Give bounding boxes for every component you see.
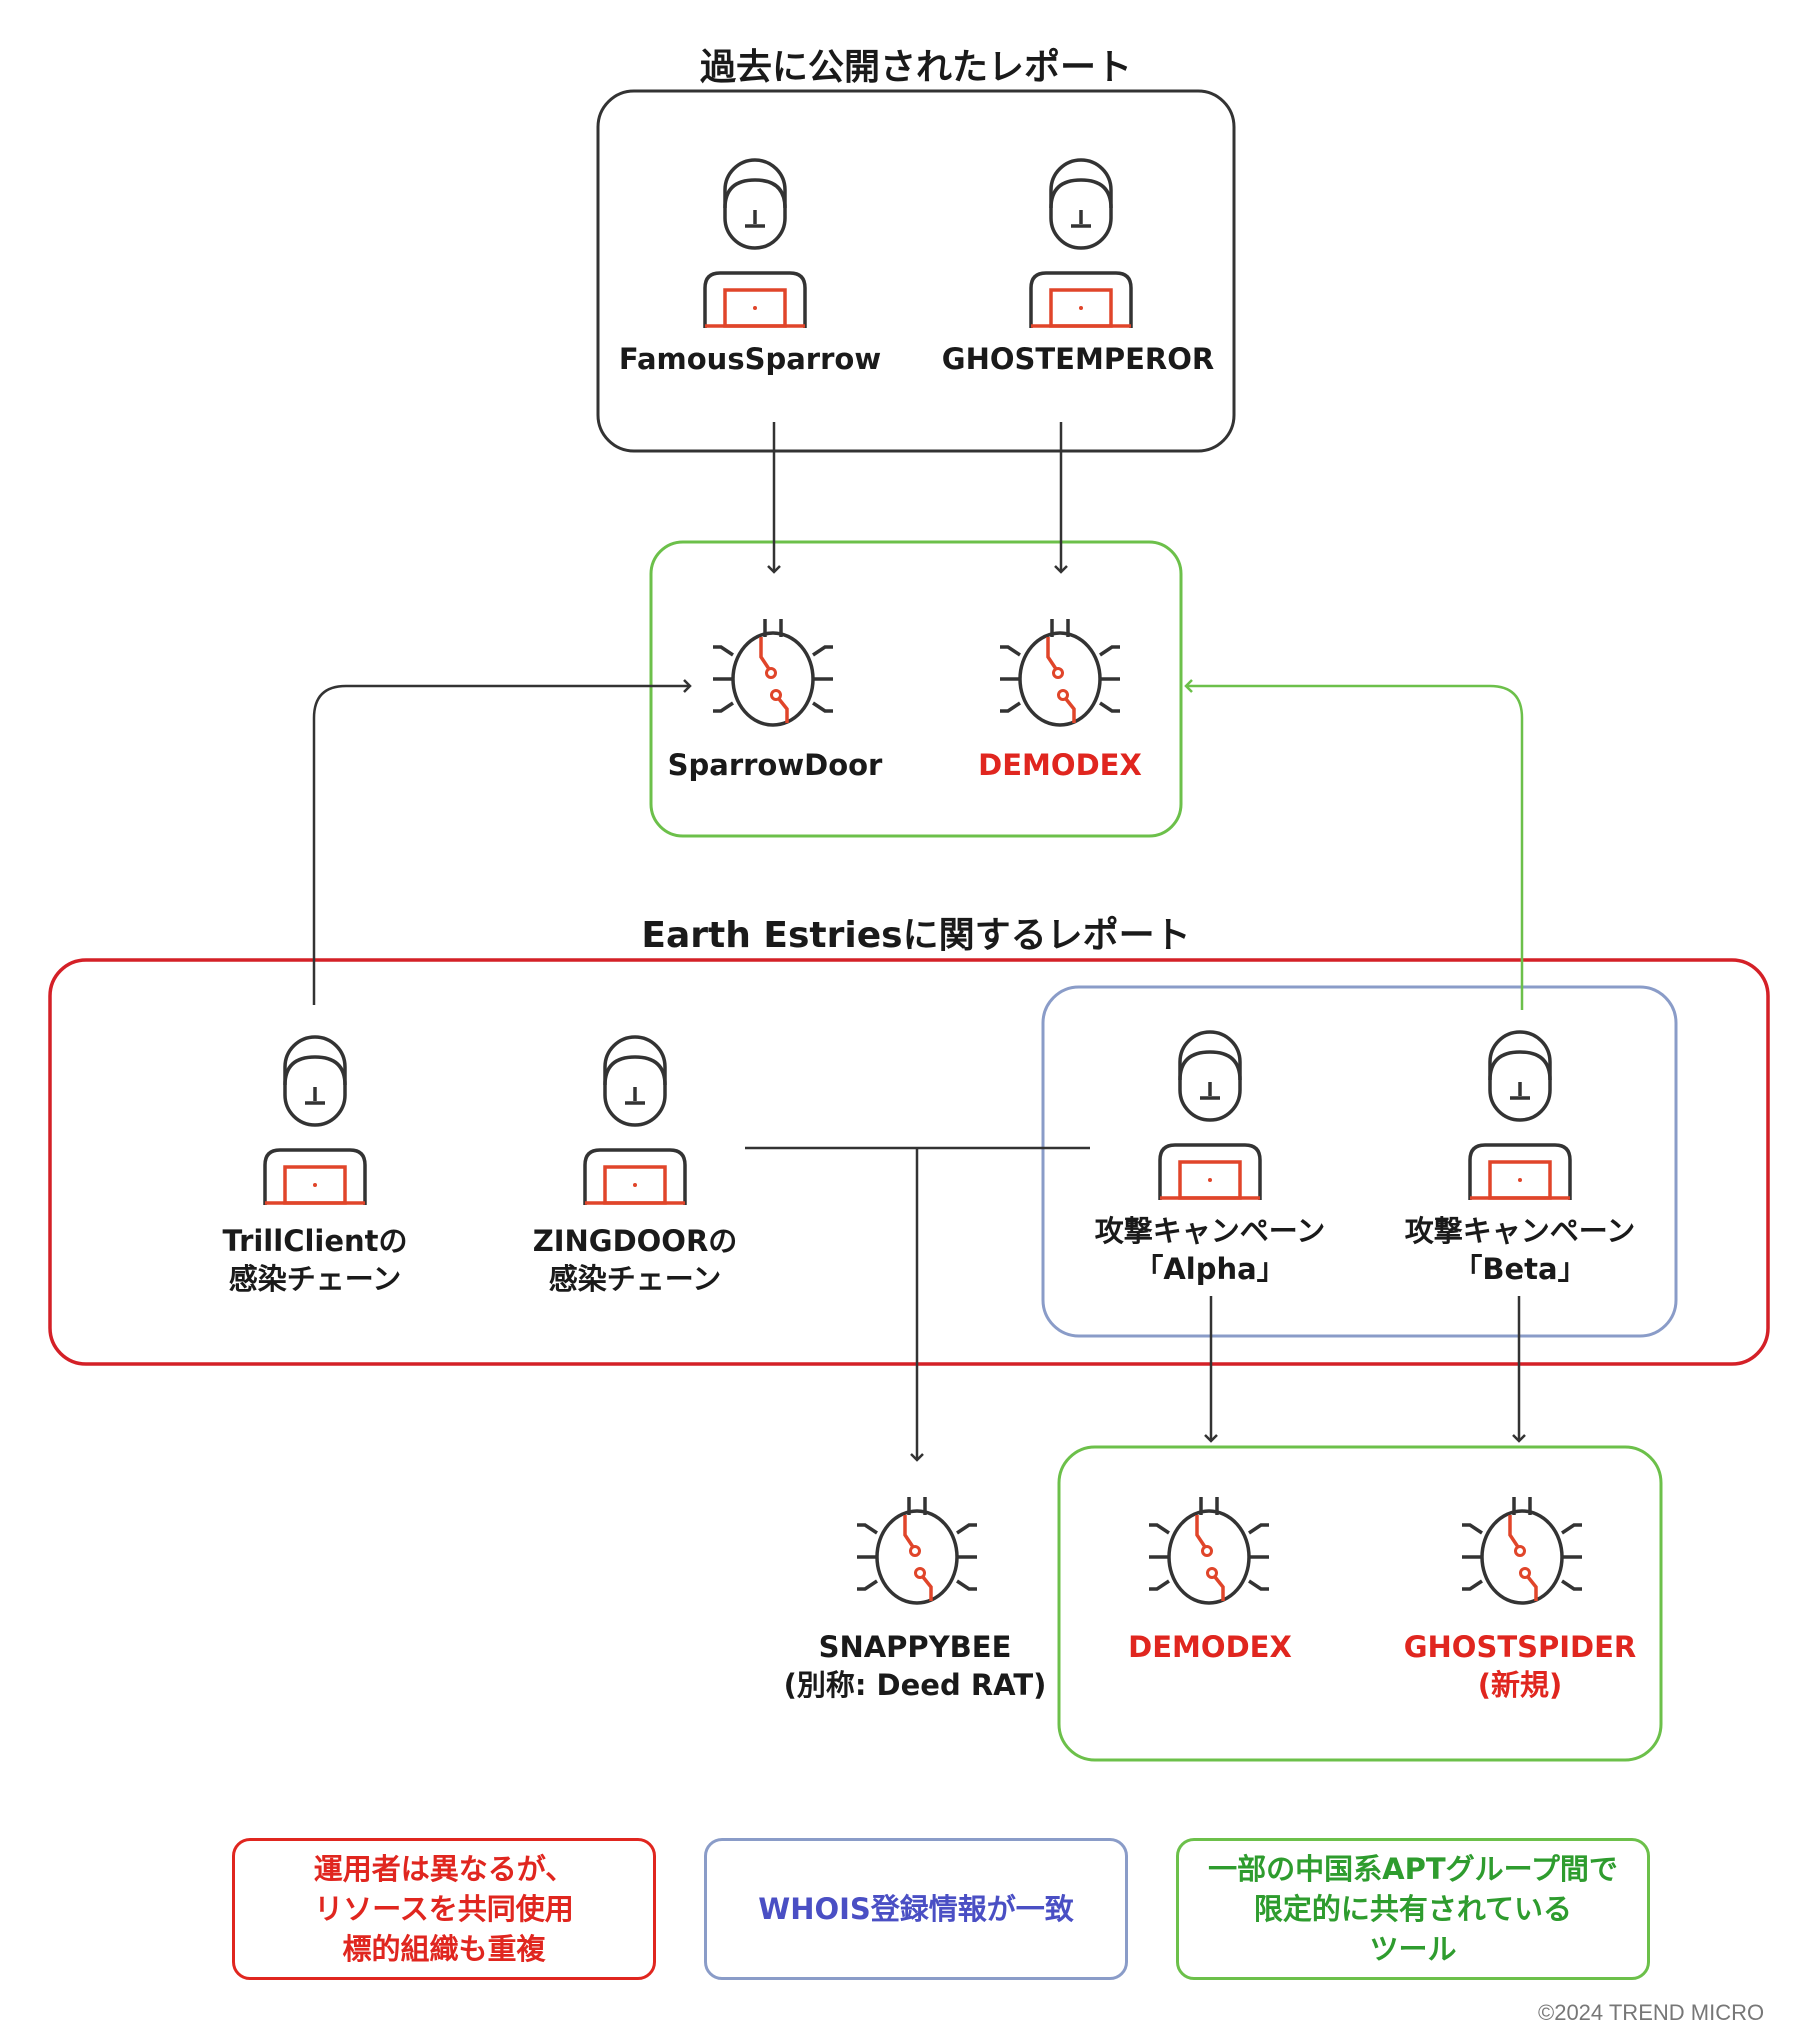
malware-label-snappybee: SNAPPYBEE (別称: Deed RAT) [783, 1630, 1047, 1702]
actor-icon [1029, 158, 1133, 328]
malware-label-demodex-bottom: DEMODEX [1128, 1630, 1292, 1664]
actor-label-famoussparrow: FamousSparrow [618, 342, 882, 376]
past-reports-box [596, 89, 1236, 453]
actor-label-trillclient: TrillClientの 感染チェーン [222, 1224, 408, 1296]
actor-icon [583, 1035, 687, 1205]
actor-icon [703, 158, 807, 328]
legend-box-blue: WHOIS登録情報が一致 [704, 1838, 1128, 1980]
malware-bug-icon [1000, 619, 1120, 727]
malware-label-ghostspider: GHOSTSPIDER (新規) [1403, 1630, 1637, 1702]
actor-icon [263, 1035, 367, 1205]
arrow-trillclient-sparrowdoor [312, 679, 692, 1005]
malware-bug-icon [713, 619, 833, 727]
malware-label-sparrowdoor: SparrowDoor [667, 748, 883, 782]
malware-label-demodex-top: DEMODEX [978, 748, 1142, 782]
legend-box-green: 一部の中国系APTグループ間で 限定的に共有されている ツール [1176, 1838, 1650, 1980]
campaign-box [1041, 985, 1678, 1338]
legend-box-red: 運用者は異なるが、 リソースを共同使用 標的組織も重複 [232, 1838, 656, 1980]
earth-estries-title: Earth Estriesに関するレポート [641, 915, 1191, 956]
arrow-beta-demodex [1184, 679, 1524, 1010]
actor-icon [1468, 1030, 1572, 1200]
actor-icon [1158, 1030, 1262, 1200]
actor-label-ghostemperor: GHOSTEMPEROR [941, 342, 1215, 376]
actor-label-beta: 攻撃キャンペーン 「Beta」 [1404, 1214, 1636, 1286]
actor-label-alpha: 攻撃キャンペーン 「Alpha」 [1094, 1214, 1326, 1286]
malware-bug-icon [1149, 1497, 1269, 1605]
bottom-malware-box [1057, 1445, 1663, 1762]
earth-estries-box [48, 958, 1770, 1366]
actor-label-zingdoor: ZINGDOORの 感染チェーン [532, 1224, 738, 1296]
copyright: ©2024 TREND MICRO [1538, 2000, 1765, 2025]
top-malware-box [649, 540, 1183, 838]
malware-bug-icon [857, 1497, 977, 1605]
malware-bug-icon [1462, 1497, 1582, 1605]
past-reports-title: 過去に公開されたレポート [699, 47, 1132, 88]
